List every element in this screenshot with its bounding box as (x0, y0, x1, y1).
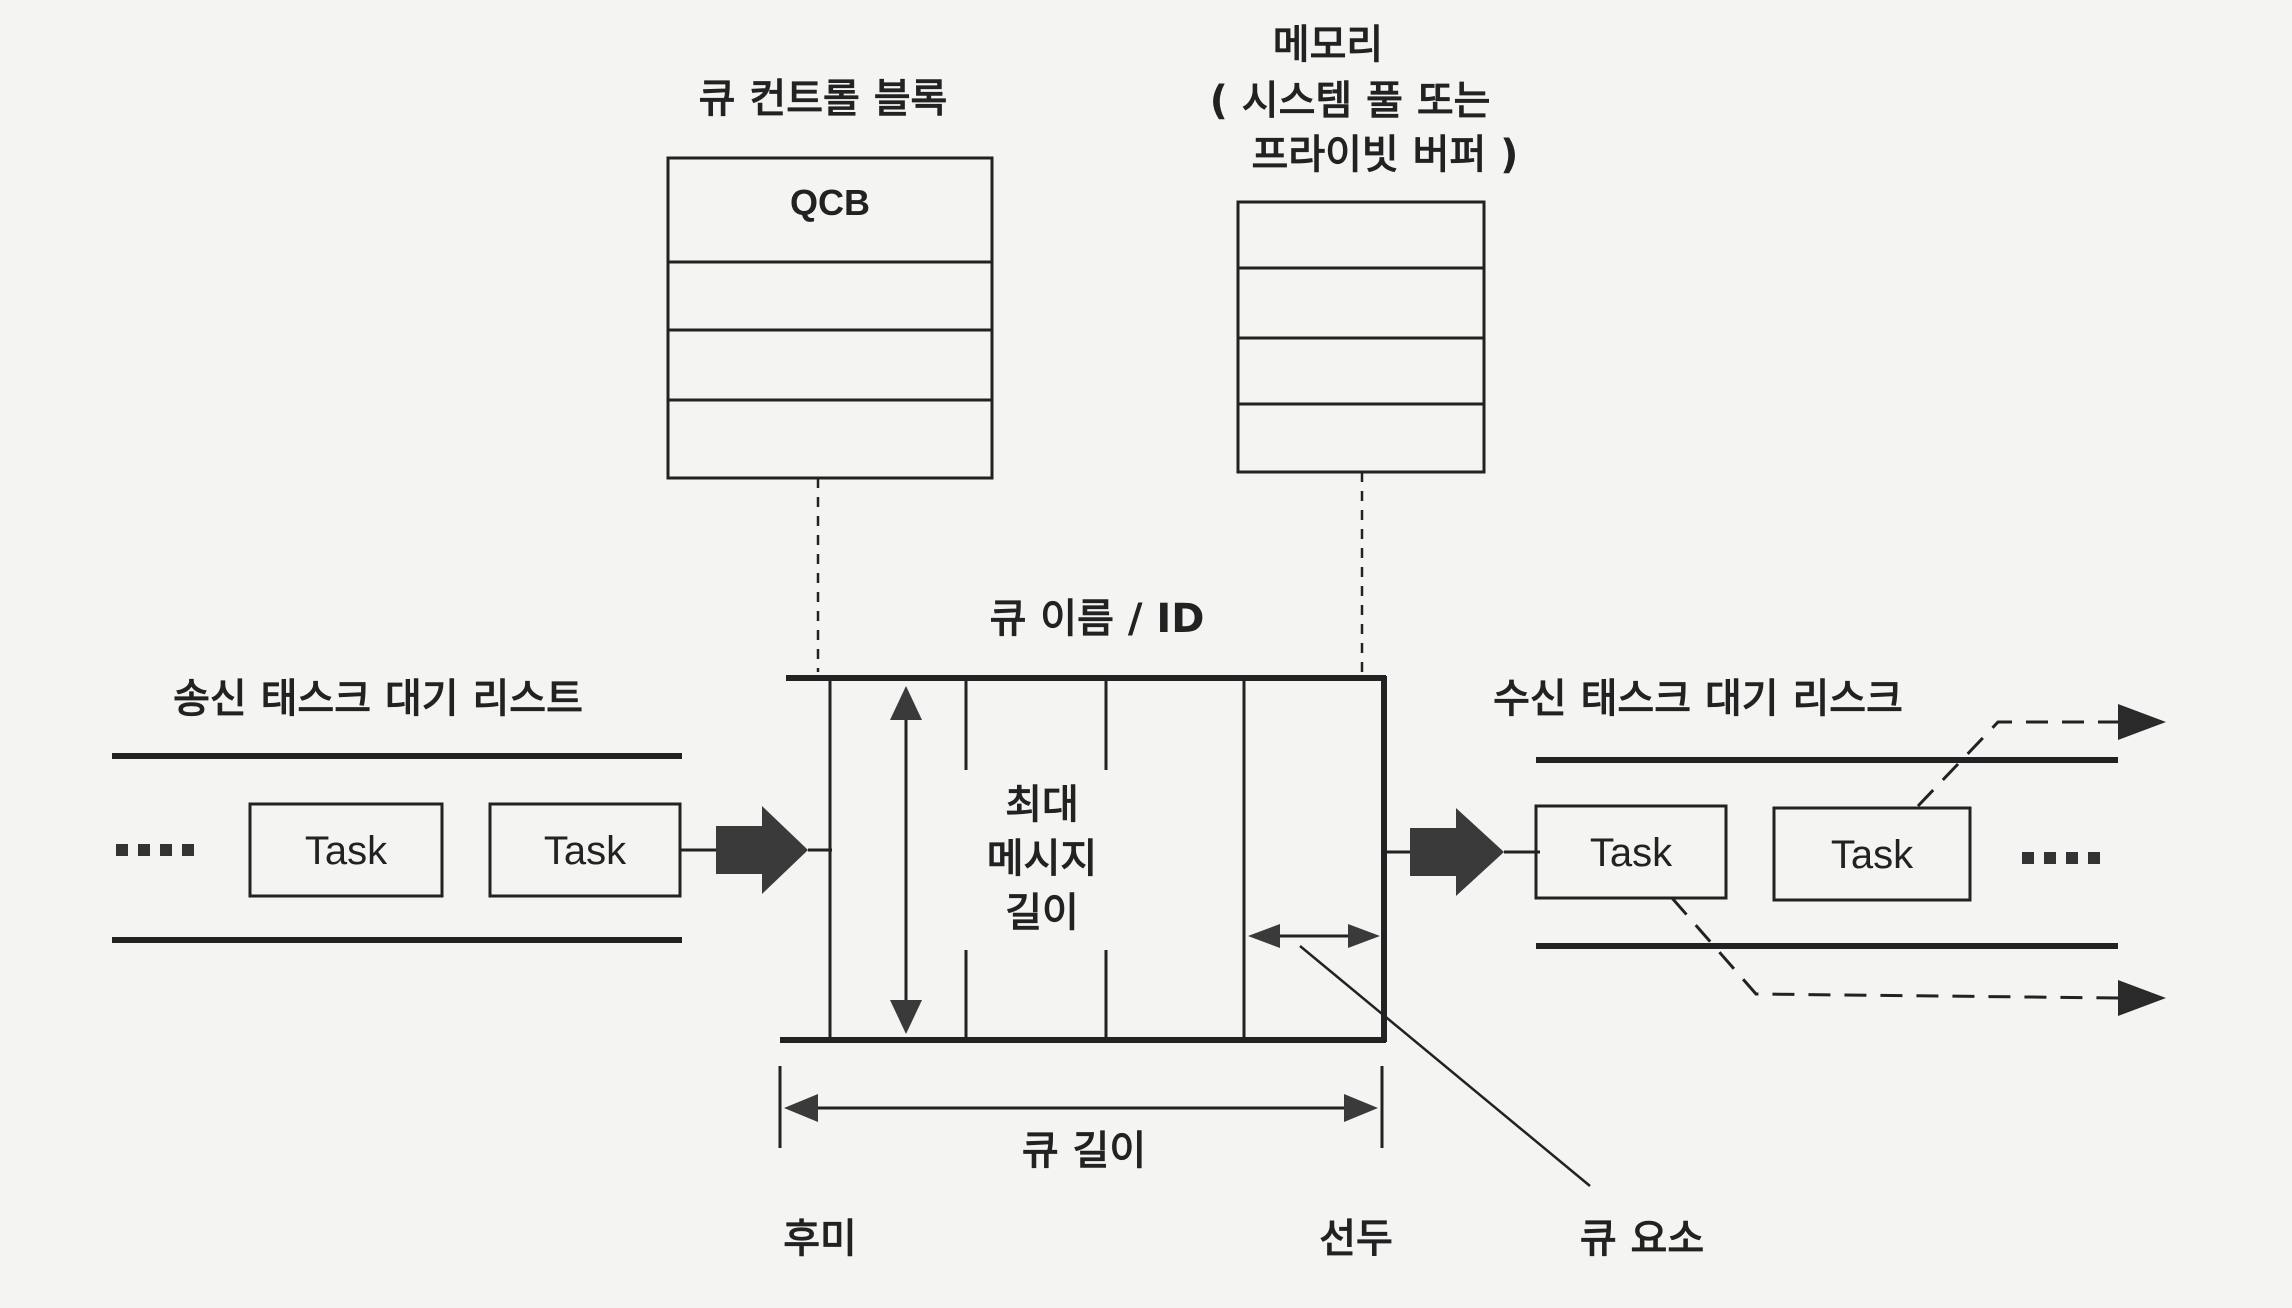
recv-task-1-label: Task (1590, 831, 1673, 875)
queue-element-label: 큐 요소 (1580, 1216, 1704, 1262)
memory-title-line2: ( 시스템 풀 또는 (1210, 78, 1491, 124)
queue-name: 큐 이름 / ID (990, 596, 1205, 642)
label-backdrop (940, 770, 1140, 950)
qcb-table (666, 156, 994, 480)
recv-task-2-label: Task (1831, 833, 1914, 877)
send-list-rails (112, 753, 682, 943)
queue-length-arrow (778, 1066, 1384, 1148)
max-message-line1: 최대 (1005, 782, 1079, 828)
dashed-connectors (816, 472, 1364, 672)
recv-task-1: Task (1534, 804, 1728, 900)
memory-title-line1: 메모리 (1273, 22, 1383, 68)
queue-body (780, 675, 1387, 1043)
max-message-line2: 메시지 (987, 836, 1097, 882)
recv-list-rails (1536, 757, 2118, 949)
recv-dequeue-path-top (1916, 720, 2118, 808)
qcb-title: 큐 컨트롤 블록 (699, 76, 948, 122)
send-list-title: 송신 태스크 대기 리스트 (173, 676, 583, 722)
send-task-2: Task (488, 802, 682, 898)
memory-title-line3: 프라이빗 버퍼 ) (1252, 132, 1519, 178)
max-message-line3: 길이 (1005, 890, 1079, 936)
recv-list-title: 수신 태스크 대기 리스크 (1493, 676, 1903, 722)
queue-length-label: 큐 길이 (1022, 1128, 1146, 1174)
send-task-1: Task (248, 802, 444, 898)
recv-list-ellipsis (2022, 852, 2100, 864)
qcb-header: QCB (790, 182, 870, 223)
max-message-arrow (890, 686, 922, 1034)
queue-element-pointer (1299, 945, 1591, 1187)
send-task-2-label: Task (544, 829, 627, 873)
send-list-ellipsis (116, 844, 194, 856)
memory-table (1236, 200, 1486, 474)
element-width-arrow (1248, 924, 1380, 948)
send-into-queue-arrow (716, 806, 808, 894)
queue-head-label: 선두 (1319, 1216, 1393, 1262)
dequeue-arrowhead-bottom (2118, 980, 2166, 1016)
dequeue-arrowhead-top (2118, 704, 2166, 740)
queue-to-recv-arrow (1410, 808, 1504, 896)
queue-tail-label: 후미 (783, 1216, 857, 1262)
recv-dequeue-path-bottom (1670, 897, 2119, 1000)
recv-task-2: Task (1772, 806, 1972, 902)
send-task-1-label: Task (305, 829, 388, 873)
